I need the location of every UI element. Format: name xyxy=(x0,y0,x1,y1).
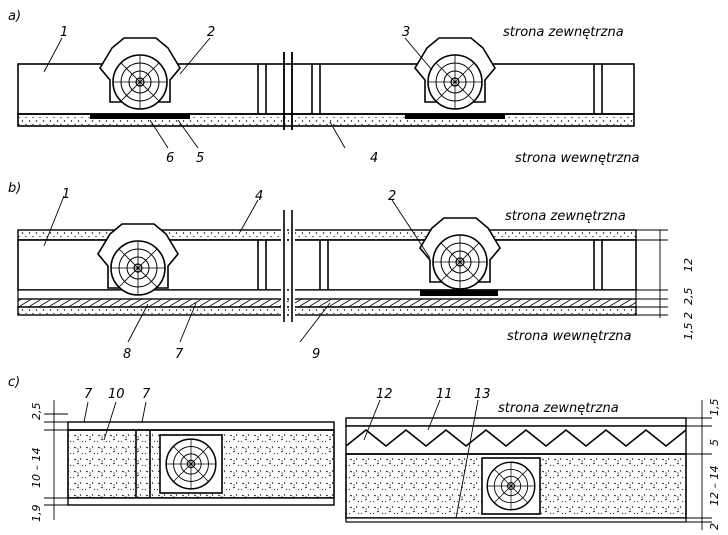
log-a1 xyxy=(100,38,180,109)
callout-c-12: 12 xyxy=(376,387,393,402)
section-b-label: b) xyxy=(8,181,21,196)
dim-b-12: 12 xyxy=(682,258,695,272)
section-a xyxy=(17,38,635,149)
log-a2 xyxy=(415,38,495,109)
dim-c-2-5: 2,5 xyxy=(30,403,43,421)
callout-a-5: 5 xyxy=(196,151,204,166)
callout-a-3: 3 xyxy=(402,25,410,40)
callout-a-1: 1 xyxy=(60,25,68,40)
log-c2 xyxy=(486,461,536,511)
dim-c-1-9: 1,9 xyxy=(30,505,43,523)
dim-c-1-5: 1,5 xyxy=(708,399,721,417)
callout-b-2: 2 xyxy=(388,189,396,204)
callout-a-4: 4 xyxy=(370,151,378,166)
log-b1 xyxy=(98,224,178,295)
dim-c-2: 2 xyxy=(708,523,721,530)
callout-b-8: 8 xyxy=(123,347,131,362)
section-a-inner: strona wewnętrzna xyxy=(515,151,640,166)
callout-b-7: 7 xyxy=(175,347,184,362)
section-b-outer: strona zewnętrzna xyxy=(505,209,626,224)
callout-c-7a: 7 xyxy=(84,387,93,402)
dim-c-5: 5 xyxy=(708,439,721,446)
section-b-inner: strona wewnętrzna xyxy=(507,329,632,344)
section-c-outer: strona zewnętrzna xyxy=(498,401,619,416)
section-c xyxy=(44,399,712,530)
callout-b-1: 1 xyxy=(62,187,70,202)
section-c-dims-right: 1,5 5 12 – 14 2 xyxy=(708,399,721,531)
callout-b-4: 4 xyxy=(255,189,263,204)
section-b xyxy=(17,195,668,343)
callout-c-13: 13 xyxy=(474,387,491,402)
section-b-dims: 12 2,5 2 1,5 xyxy=(682,258,695,340)
dim-b-2: 2 xyxy=(682,312,695,319)
callout-a-2: 2 xyxy=(207,25,215,40)
dim-c-10-14: 10 – 14 xyxy=(30,448,43,489)
log-b2 xyxy=(420,218,500,289)
callout-a-6: 6 xyxy=(166,151,174,166)
callout-c-11: 11 xyxy=(436,387,453,402)
dim-b-1-5: 1,5 xyxy=(682,323,695,341)
section-c-label: c) xyxy=(8,375,20,390)
dim-b-2-5: 2,5 xyxy=(682,288,695,306)
callout-c-7b: 7 xyxy=(142,387,151,402)
callout-b-9: 9 xyxy=(312,347,320,362)
section-a-outer: strona zewnętrzna xyxy=(503,25,624,40)
section-a-label: a) xyxy=(8,9,21,24)
callout-c-10: 10 xyxy=(108,387,125,402)
log-c1 xyxy=(165,438,217,490)
dim-c-12-14: 12 – 14 xyxy=(708,466,721,507)
section-c-dims-left: 2,5 10 – 14 1,9 xyxy=(30,403,43,523)
